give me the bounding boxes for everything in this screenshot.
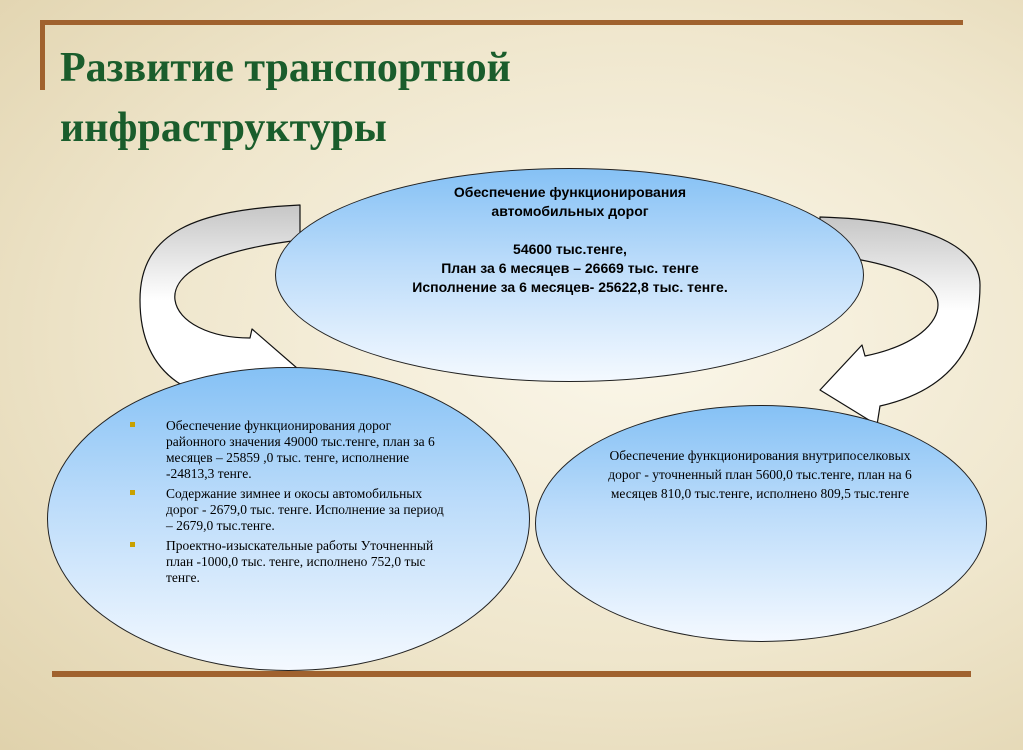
list-item: Обеспечение функционирования дорог район… <box>128 418 448 482</box>
slide-title-line-2: инфраструктуры <box>60 105 387 151</box>
curved-arrow-right-icon <box>819 216 981 426</box>
node-top-plan: План за 6 месяцев – 26669 тыс. тенге <box>441 260 699 276</box>
frame-left-line <box>40 20 45 90</box>
square-bullet-icon <box>130 542 135 547</box>
node-top-execution: Исполнение за 6 месяцев- 25622,8 тыс. те… <box>412 279 728 295</box>
slide-title: Развитие транспортной инфраструктуры <box>60 38 511 158</box>
node-right-text: Обеспечение функционирования внутрипосел… <box>608 448 912 501</box>
list-item-text: Проектно-изыскательные работы Уточненный… <box>166 538 434 585</box>
list-item: Проектно-изыскательные работы Уточненный… <box>128 538 448 586</box>
list-item: Содержание зимнее и окосы автомобильных … <box>128 486 448 534</box>
square-bullet-icon <box>130 490 135 495</box>
node-top-heading-2: автомобильных дорог <box>491 203 649 219</box>
frame-bottom-line <box>52 671 971 677</box>
square-bullet-icon <box>130 422 135 427</box>
node-top-heading-1: Обеспечение функционирования <box>453 184 687 200</box>
node-left-list: Обеспечение функционирования дорог район… <box>128 418 448 590</box>
slide-title-line-1: Развитие транспортной <box>60 45 511 91</box>
node-right-ellipse <box>535 405 987 642</box>
spacer <box>360 221 780 240</box>
frame-top-line <box>40 20 963 25</box>
list-item-text: Содержание зимнее и окосы автомобильных … <box>166 486 444 533</box>
node-left-ellipse <box>47 367 530 671</box>
node-top-ellipse <box>275 168 864 382</box>
list-item-text: Обеспечение функционирования дорог район… <box>166 418 435 481</box>
node-top-text: Обеспечение функционирования автомобильн… <box>360 183 780 297</box>
node-top-budget: 54600 тыс.тенге, <box>513 241 627 257</box>
